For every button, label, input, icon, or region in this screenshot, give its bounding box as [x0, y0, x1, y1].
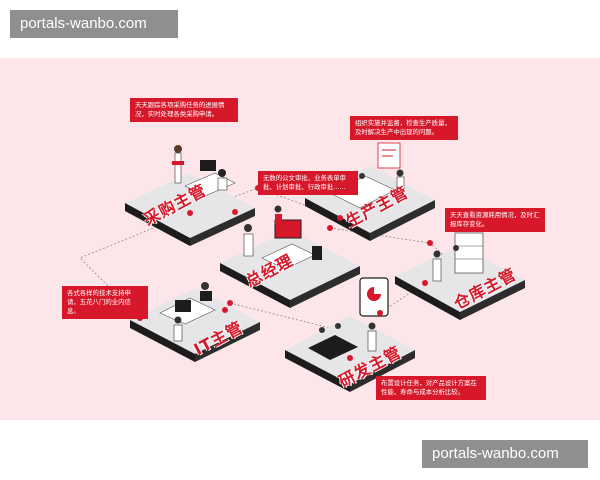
- desc-rnd: 布置设计任务，对产品设计方案在性能、寿命与成本分析比较。: [376, 376, 486, 400]
- desc-warehouse: 天天查看资源耗用情况，及时汇报库存变化。: [445, 208, 545, 232]
- platform-it[interactable]: [130, 288, 260, 362]
- scene-gm: [243, 205, 322, 270]
- desc-gm: 无数的公文审批、业务表单审批、计划审批、行政审批......: [258, 171, 358, 195]
- desc-it: 各式各样的技术支持申请，五花八门的业内信息。: [62, 286, 148, 319]
- diagram-graphics: [79, 142, 525, 392]
- watermark-top: portals-wanbo.com: [10, 10, 178, 38]
- org-diagram: 天天跟踪各项采购任务的进展情况，实时处理各类采购申请。 组织实施并监督，检查生产…: [0, 58, 600, 420]
- platform-warehouse[interactable]: [395, 246, 525, 320]
- platform-procurement[interactable]: [125, 173, 255, 246]
- scene-production: [329, 142, 405, 209]
- scene-it: [159, 282, 216, 342]
- desc-production: 组织实施并监督，检查生产质量，及时解决生产中出现的问题。: [350, 116, 458, 140]
- desc-procurement: 天天跟踪各项采购任务的进展情况，实时处理各类采购申请。: [130, 98, 238, 122]
- connector-dots: [137, 185, 433, 361]
- scene-warehouse: [432, 232, 484, 282]
- scene-rnd: [308, 277, 389, 360]
- watermark-bottom: portals-wanbo.com: [422, 440, 588, 468]
- scene-procurement: [172, 145, 236, 197]
